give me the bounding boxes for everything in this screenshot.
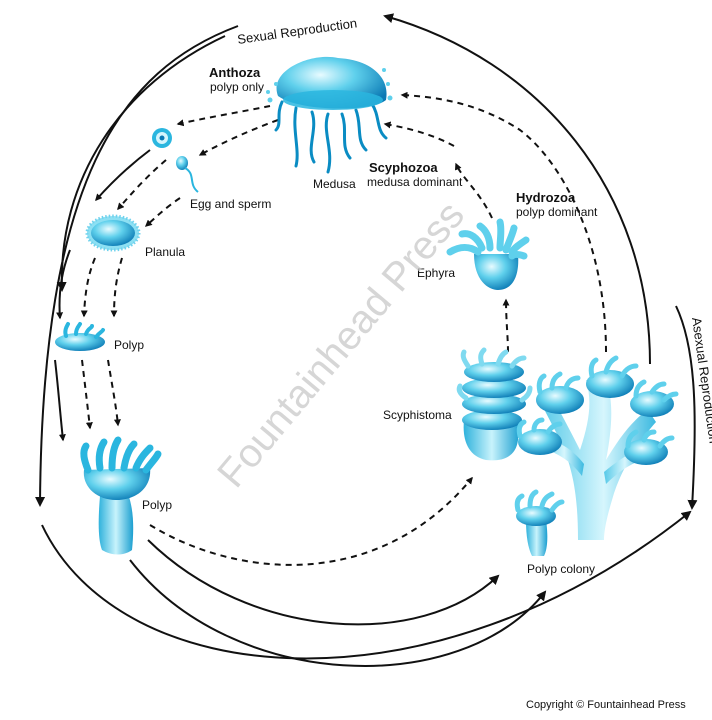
sexual-reproduction-arcs [35,13,651,507]
large-polyp-illustration [80,436,162,555]
watermark: Fountainhead Press [209,193,473,496]
anthoza-sequence-arrows [54,105,279,442]
copyright-notice: Copyright © Fountainhead Press [526,699,686,711]
polyp-colony-label: Polyp colony [527,562,595,576]
medusa-illustration [266,56,393,174]
anthoza-note: polyp only [210,80,264,94]
asexual-reproduction-arcs [41,305,698,667]
egg-illustration [152,128,172,148]
sexual-reproduction-label: Sexual Reproduction [236,15,358,47]
scyphistoma-label: Scyphistoma [383,408,452,422]
large-polyp-label: Polyp [142,498,172,512]
scyphistoma-illustration [456,347,533,461]
planula-illustration [85,214,141,252]
sperm-illustration [176,156,199,193]
scyphozoa-hydrozoa-arrows [149,91,607,566]
scyphozoa-title: Scyphozoa [369,160,438,175]
planula-label: Planula [145,245,185,259]
small-polyp-illustration [55,322,105,351]
colony-polyp-illustration [514,489,565,556]
anthoza-title: Anthoza [209,65,261,80]
small-polyp-label: Polyp [114,338,144,352]
ephyra-illustration [446,218,530,290]
hydrozoa-note: polyp dominant [516,205,598,219]
medusa-label: Medusa [313,177,356,191]
hydrozoa-title: Hydrozoa [516,190,576,205]
egg-sperm-label: Egg and sperm [190,197,271,211]
scyphozoa-note: medusa dominant [367,175,463,189]
polyp-colony-illustration [516,355,679,540]
ephyra-label: Ephyra [417,266,455,280]
